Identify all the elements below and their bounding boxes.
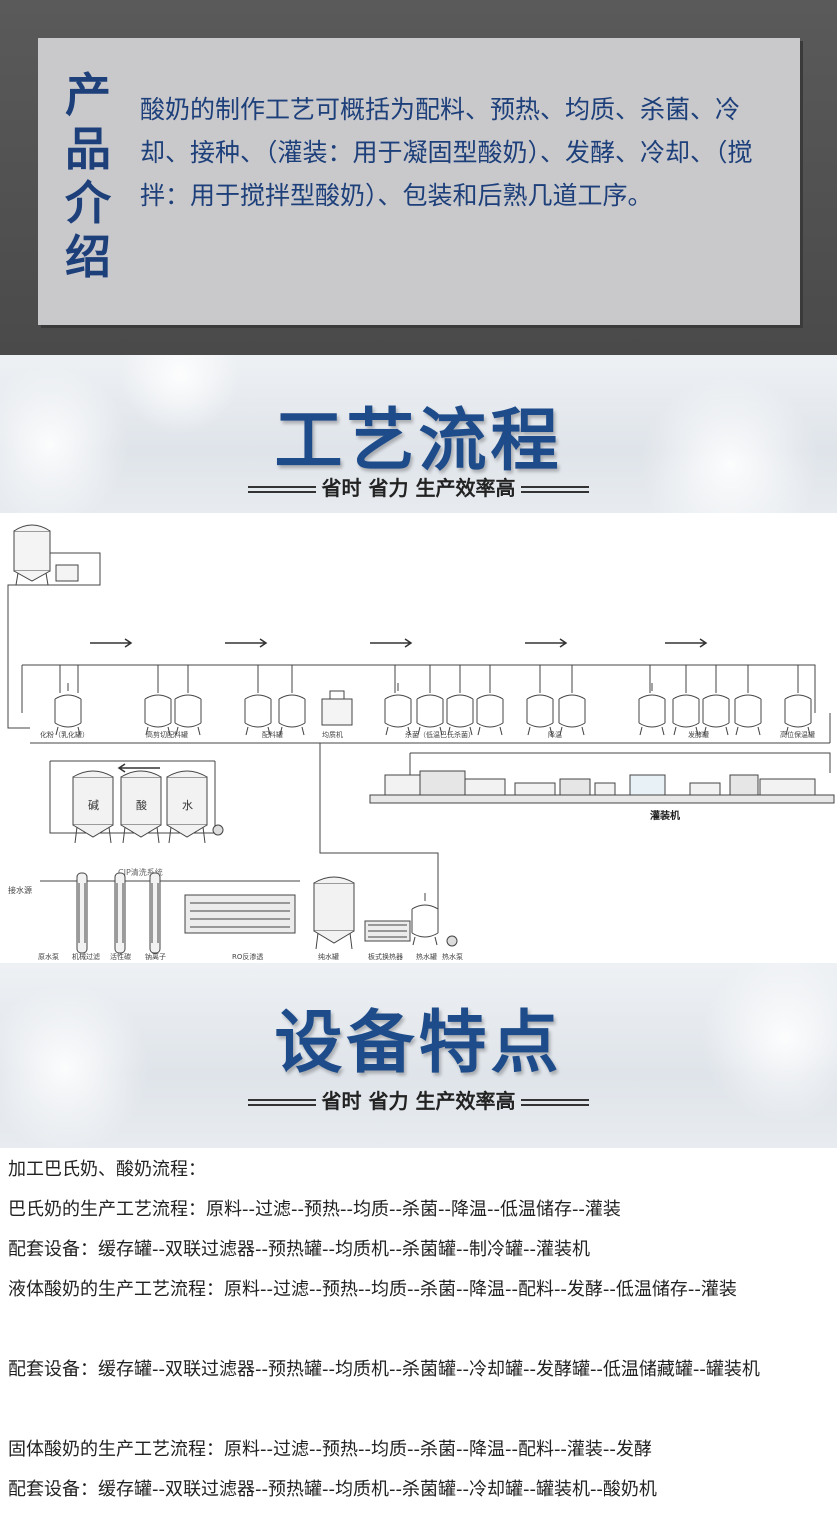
label-hot-pump: 热水泵 (442, 952, 463, 961)
sterilize-tank-3 (446, 682, 474, 736)
process-header: 工艺流程 省时 省力 生产效率高 (0, 355, 837, 515)
feature-line-pasteurized-equipment: 配套设备：缓存罐--双联过滤器--预热罐--均质机--杀菌罐--制冷罐--灌装机 (8, 1239, 590, 1260)
feature-line-heading: 加工巴氏奶、酸奶流程： (8, 1159, 206, 1180)
feature-line-set-yogurt-process: 固体酸奶的生产工艺流程：原料--过滤--预热--均质--杀菌--降温--配料--… (8, 1439, 652, 1460)
label-alkali: 碱 (88, 799, 99, 812)
mix-tank-1 (244, 682, 272, 736)
ferment-tank-1 (638, 682, 666, 736)
feature-line-pasteurized-process: 巴氏奶的生产工艺流程：原料--过滤--预热--均质--杀菌--降温--低温储存-… (8, 1199, 621, 1220)
sterilize-tank-1 (384, 682, 412, 736)
cool-tank-2 (558, 682, 586, 736)
features-subtitle: 省时 省力 生产效率高 (0, 1085, 837, 1114)
product-intro-card: 产品介绍 酸奶的制作工艺可概括为配料、预热、均质、杀菌、冷却、接种、（灌装：用于… (38, 38, 800, 325)
filling-line (369, 770, 835, 804)
dissolve-tank (54, 682, 82, 736)
label-pure-tank: 纯水罐 (318, 952, 339, 961)
feature-line-liquid-yogurt-process: 液体酸奶的生产工艺流程：原料--过滤--预热--均质--杀菌--降温--配料--… (8, 1279, 737, 1300)
label-storage: 高位保温罐 (780, 730, 815, 739)
label-dissolve: 化粉（乳化罐） (40, 730, 89, 739)
homogenizer-unit (321, 690, 353, 726)
sterilize-tank-2 (416, 682, 444, 736)
label-acid: 酸 (136, 798, 147, 812)
sodium-column (149, 872, 161, 954)
label-mix: 配料罐 (262, 730, 283, 739)
label-homogenizer: 均质机 (322, 730, 343, 739)
feature-line-set-yogurt-equipment: 配套设备：缓存罐--双联过滤器--预热罐--均质机--杀菌罐--冷却罐--罐装机… (8, 1479, 657, 1500)
label-plate-exchanger: 板式换热器 (368, 952, 403, 961)
process-title: 工艺流程 (274, 402, 563, 481)
ro-unit (184, 894, 296, 934)
process-flow-diagram: 化粉（乳化罐） 高剪切配料罐 配料罐 均质机 杀菌（低温巴氏杀菌） 降温 发酵罐… (0, 513, 837, 963)
label-water: 水 (182, 799, 193, 812)
label-filling: 灌装机 (650, 809, 680, 822)
label-sodium: 钠离子 (145, 952, 166, 961)
features-title: 设备特点 (274, 1004, 563, 1083)
label-shear: 高剪切配料罐 (146, 730, 188, 739)
label-water-source: 接水源 (8, 885, 32, 895)
label-cool: 降温 (548, 730, 562, 739)
features-header: 设备特点 省时 省力 生产效率高 (0, 963, 837, 1148)
storage-tank (784, 682, 812, 736)
ferment-tank-2 (672, 682, 700, 736)
label-cip: CIP清洗系统 (118, 867, 163, 877)
ferment-tank-4 (734, 682, 762, 736)
label-carbon: 活性碳 (110, 952, 131, 961)
feature-line-liquid-yogurt-equipment: 配套设备：缓存罐--双联过滤器--预热罐--均质机--杀菌罐--冷却罐--发酵罐… (8, 1359, 760, 1380)
label-raw-pump: 原水泵 (38, 952, 59, 961)
label-ro: RO反渗透 (232, 952, 263, 961)
label-hot-tank: 热水罐 (416, 952, 437, 961)
product-intro-text: 酸奶的制作工艺可概括为配料、预热、均质、杀菌、冷却、接种、（灌装：用于凝固型酸奶… (140, 95, 753, 210)
mech-filter-column (76, 872, 88, 954)
ferment-tank-3 (702, 682, 730, 736)
label-mech-filter: 机械过滤 (72, 952, 100, 961)
mix-tank-2 (278, 682, 306, 736)
shear-tank-2 (174, 682, 202, 736)
plate-exchanger-unit (364, 920, 411, 942)
product-intro-title: 产品介绍 (65, 68, 111, 284)
carbon-column (114, 872, 126, 954)
dissolving-top-tank (7, 524, 101, 595)
label-ferment: 发酵罐 (688, 730, 709, 739)
hot-water-tank (411, 892, 439, 946)
features-text: 加工巴氏奶、酸奶流程： 巴氏奶的生产工艺流程：原料--过滤--预热--均质--杀… (0, 1148, 837, 1522)
sterilize-tank-4 (476, 682, 504, 736)
product-intro-section: 产品介绍 酸奶的制作工艺可概括为配料、预热、均质、杀菌、冷却、接种、（灌装：用于… (0, 0, 837, 355)
process-subtitle: 省时 省力 生产效率高 (0, 472, 837, 501)
cool-tank-1 (526, 682, 554, 736)
pure-water-tank (313, 876, 355, 950)
shear-tank-1 (144, 682, 172, 736)
label-sterilize: 杀菌（低温巴氏杀菌） (405, 730, 475, 739)
